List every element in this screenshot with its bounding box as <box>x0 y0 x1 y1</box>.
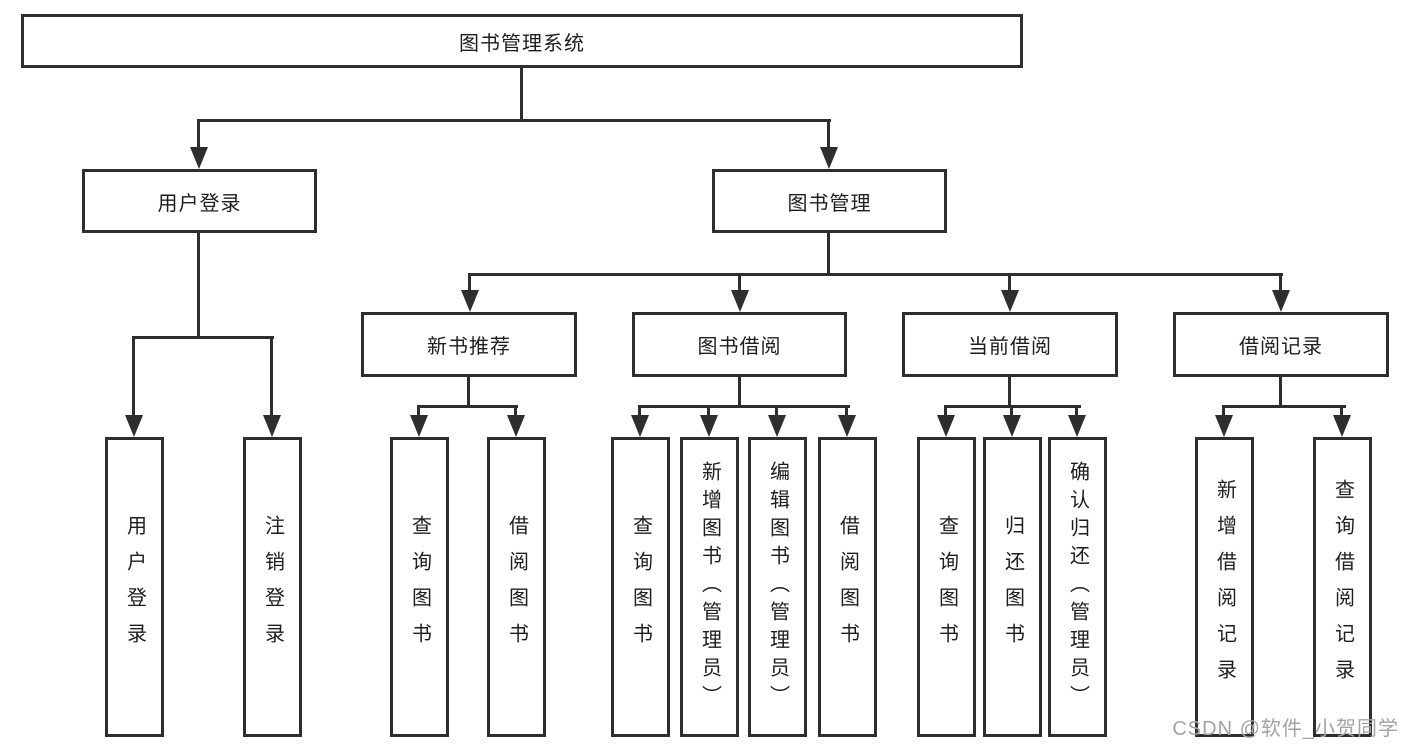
node-label: 借阅图书 <box>836 515 859 659</box>
node-label: 新增图书（管理员） <box>698 461 721 713</box>
node-label: 查询图书 <box>629 515 652 659</box>
arrow-down <box>1215 415 1233 437</box>
node-label: 查询借阅记录 <box>1331 479 1354 695</box>
arrow-down <box>190 147 208 169</box>
arrow-down <box>1272 290 1290 312</box>
arrow-down <box>507 415 525 437</box>
connector-line <box>197 119 831 122</box>
node-label: 新书推荐 <box>427 336 511 358</box>
arrow-down <box>410 415 428 437</box>
connector-line <box>417 405 420 415</box>
leaf-br-query-record: 查询借阅记录 <box>1313 437 1372 737</box>
leaf-bb-borrow-books: 借阅图书 <box>818 437 877 737</box>
connector-line <box>738 377 741 405</box>
leaf-cb-confirm-return-admin: 确认归还（管理员） <box>1048 437 1107 737</box>
node-label: 图书管理 <box>787 192 872 215</box>
leaf-bb-add-books-admin: 新增图书（管理员） <box>680 437 739 737</box>
connector-line <box>638 405 850 408</box>
connector-line <box>417 405 518 408</box>
connector-line <box>1222 405 1225 415</box>
arrow-down <box>1003 415 1021 437</box>
connector-line <box>1010 405 1013 415</box>
leaf-bb-edit-books-admin: 编辑图书（管理员） <box>748 437 807 737</box>
connector-line <box>738 273 741 290</box>
arrow-down <box>461 290 479 312</box>
connector-line <box>827 119 830 148</box>
node-label: 编辑图书（管理员） <box>766 461 789 713</box>
node-label: 借阅图书 <box>505 515 528 659</box>
arrow-down <box>937 415 955 437</box>
arrow-down <box>631 415 649 437</box>
node-label: 归还图书 <box>1001 515 1024 659</box>
leaf-br-add-record: 新增借阅记录 <box>1195 437 1254 737</box>
arrow-down <box>1001 290 1019 312</box>
node-book-borrow: 图书借阅 <box>632 312 847 377</box>
node-label: 当前借阅 <box>968 336 1052 358</box>
leaf-user-login: 用户登录 <box>105 437 164 737</box>
connector-line <box>638 405 641 415</box>
connector-line <box>467 377 470 405</box>
node-current-borrow: 当前借阅 <box>902 312 1118 377</box>
node-label: 图书借阅 <box>697 336 782 358</box>
node-label: 查询图书 <box>935 515 958 659</box>
arrow-down <box>263 415 281 437</box>
connector-line <box>1075 405 1078 415</box>
connector-line <box>270 336 273 415</box>
leaf-nb-query-books: 查询图书 <box>390 437 449 737</box>
leaf-logout: 注销登录 <box>243 437 302 737</box>
arrow-down <box>768 415 786 437</box>
arrow-down <box>820 147 838 169</box>
connector-line <box>197 119 200 148</box>
connector-line <box>1222 405 1346 408</box>
watermark: CSDN @软件_小贺同学 <box>1172 718 1399 740</box>
leaf-bb-query-books: 查询图书 <box>611 437 670 737</box>
node-borrow-records: 借阅记录 <box>1173 312 1389 377</box>
node-user-login: 用户登录 <box>82 169 317 233</box>
node-label: 用户登录 <box>123 515 146 659</box>
connector-line <box>514 405 517 415</box>
arrow-down <box>125 415 143 437</box>
leaf-cb-query-books: 查询图书 <box>917 437 976 737</box>
node-new-book-recommend: 新书推荐 <box>361 312 577 377</box>
arrow-down <box>1068 415 1086 437</box>
connector-line <box>707 405 710 415</box>
connector-line <box>775 405 778 415</box>
node-label: 查询图书 <box>408 515 431 659</box>
node-label: 借阅记录 <box>1239 336 1323 358</box>
connector-line <box>520 68 523 119</box>
arrow-down <box>838 415 856 437</box>
connector-line <box>1340 405 1343 415</box>
node-label: 图书管理系统 <box>459 32 585 55</box>
connector-line <box>197 233 200 336</box>
node-label: 确认归还（管理员） <box>1066 461 1089 713</box>
connector-line <box>1279 377 1282 405</box>
connector-line <box>468 273 1283 276</box>
arrow-down <box>700 415 718 437</box>
connector-line <box>1008 377 1011 405</box>
arrow-down <box>731 290 749 312</box>
connector-line <box>468 273 471 290</box>
node-library-system: 图书管理系统 <box>21 14 1023 68</box>
node-label: 用户登录 <box>157 192 242 215</box>
connector-line <box>132 336 135 415</box>
node-label: 新增借阅记录 <box>1213 479 1236 695</box>
connector-line <box>827 233 830 273</box>
connector-line <box>132 336 274 339</box>
leaf-cb-return-books: 归还图书 <box>983 437 1042 737</box>
node-book-management: 图书管理 <box>712 169 947 233</box>
arrow-down <box>1333 415 1351 437</box>
connector-line <box>845 405 848 415</box>
node-label: 注销登录 <box>261 515 284 659</box>
connector-line <box>1008 273 1011 290</box>
connector-line <box>1279 273 1282 290</box>
leaf-nb-borrow-books: 借阅图书 <box>487 437 546 737</box>
connector-line <box>944 405 947 415</box>
